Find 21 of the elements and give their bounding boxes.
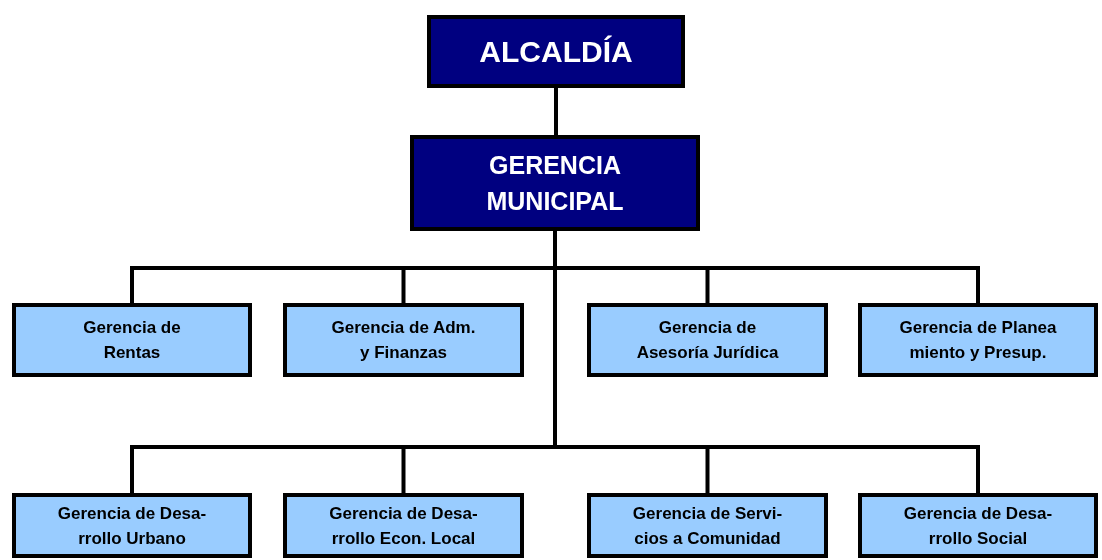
department-box bbox=[587, 303, 828, 377]
unit-name: Gerencia de Servi- cios a Comunidad bbox=[632, 502, 783, 550]
unit-name: Gerencia de Planea miento y Presup. bbox=[899, 317, 1057, 364]
unit-name: Gerencia de Adm. y Finanzas bbox=[331, 317, 476, 364]
org-unit-box bbox=[410, 135, 700, 231]
department-box bbox=[587, 493, 828, 558]
unit-name: Gerencia de Rentas bbox=[83, 317, 181, 364]
department-box bbox=[12, 493, 252, 558]
department-box bbox=[858, 493, 1098, 558]
unit-name: ALCALDÍA bbox=[479, 34, 633, 69]
unit-name: Gerencia de Desa- rrollo Social bbox=[903, 502, 1053, 550]
connector-line bbox=[554, 88, 558, 135]
unit-name: Gerencia de Desa- rrollo Urbano bbox=[57, 502, 207, 550]
department-box bbox=[858, 303, 1098, 377]
unit-name: GERENCIA MUNICIPAL bbox=[486, 150, 624, 217]
department-box bbox=[283, 303, 524, 377]
department-box bbox=[283, 493, 524, 558]
unit-name: Gerencia de Asesoría Jurídica bbox=[636, 317, 779, 364]
org-unit-box bbox=[427, 15, 685, 88]
department-box bbox=[12, 303, 252, 377]
unit-name: Gerencia de Desa- rrollo Econ. Local bbox=[329, 502, 478, 550]
